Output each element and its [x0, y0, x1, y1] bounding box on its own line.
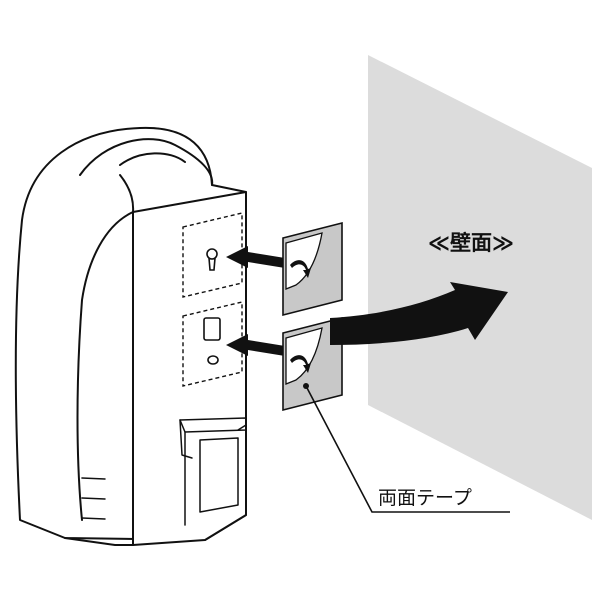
peel-arrow-icon — [290, 260, 311, 278]
callout-leader — [305, 385, 510, 513]
arrow-lower-icon — [226, 334, 285, 356]
tape-label: 両面テープ — [378, 487, 472, 509]
peel-arrow-icon — [290, 355, 311, 373]
callout-dot — [303, 383, 309, 389]
arrow-upper-icon — [226, 246, 285, 268]
device-body — [14, 126, 247, 546]
keyhole-icon — [206, 248, 218, 271]
wall-label: ≪壁面≫ — [428, 231, 514, 255]
mount-hole — [207, 355, 219, 365]
mount-slot — [203, 317, 221, 341]
curved-arrow-icon — [330, 282, 508, 345]
tape-lower — [282, 316, 343, 412]
tape-upper — [282, 221, 343, 317]
